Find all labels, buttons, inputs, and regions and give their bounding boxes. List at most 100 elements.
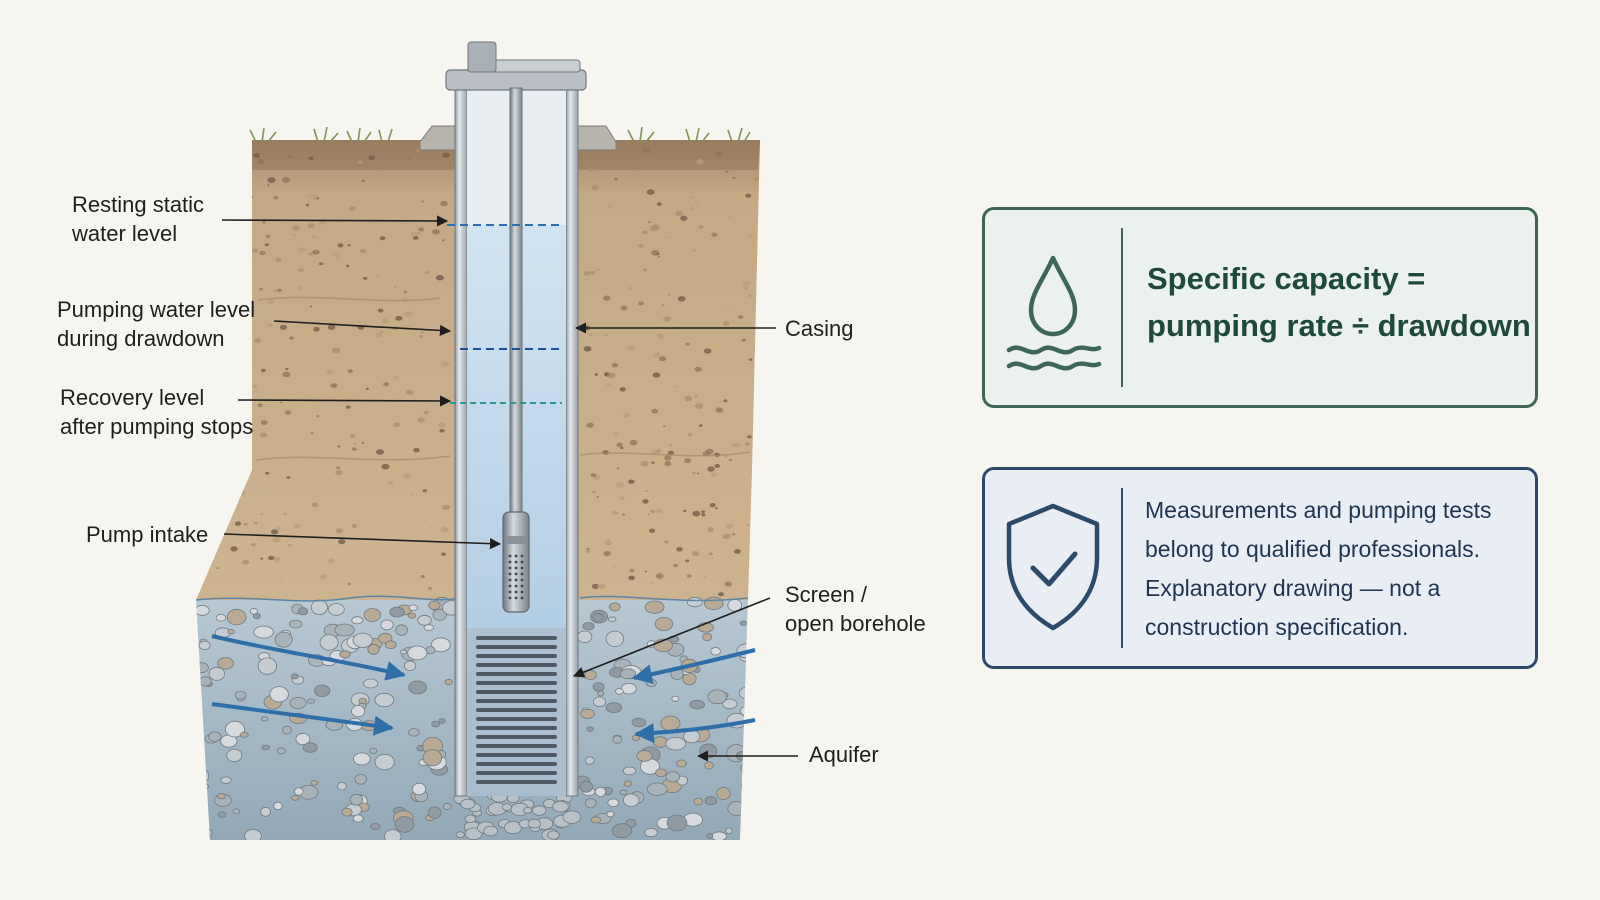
aquifer-pebble [586,726,594,732]
soil-speck [742,285,749,291]
aquifer-pebble [693,797,704,806]
soil-speck [393,422,401,428]
aquifer-pebble [585,798,597,809]
soil-speck [629,568,635,573]
well-cap-top [489,59,581,73]
soil-speck [651,408,659,414]
aquifer-pebble [408,680,427,695]
soil-speck [604,334,608,337]
soil-speck [642,499,649,504]
soil-speck [289,336,294,340]
soil-speck [583,271,591,276]
soil-speck [383,382,390,387]
aquifer-pebble [644,600,665,614]
soil-speck [650,510,655,514]
aquifer-pebble [274,631,293,648]
aquifer-pebble [646,678,657,688]
soil-speck [345,264,350,268]
soil-speck [368,155,376,161]
pump-hole [514,572,518,576]
grass [249,126,751,143]
soil-speck [347,582,351,586]
specific-capacity-formula: Specific capacity = pumping rate ÷ drawd… [1147,261,1531,343]
soil-speck [755,466,760,470]
soil-speck [211,530,217,534]
soil-speck [230,546,238,552]
soil-speck [732,533,736,536]
aquifer-pebble [464,827,483,840]
soil-speck [228,273,231,275]
soil-speck [748,590,755,595]
soil-speck [438,422,446,428]
screen-slot [476,780,557,784]
soil-stratum-line [257,296,441,302]
soil-speck [676,547,683,552]
soil-speck [279,324,287,330]
aquifer-pebble [704,796,718,806]
aquifer-pebble [665,771,681,783]
aquifer-pebble [367,643,380,655]
aquifer-pebble [384,829,402,840]
aquifer-pebble [408,604,419,611]
soil-speck [655,508,663,514]
soil-speck [418,227,425,232]
formula-card-divider [1121,228,1123,387]
aquifer-pebble [593,696,607,708]
soil-speck [647,513,650,515]
soil-speck [652,372,661,378]
soil-speck [622,513,625,516]
soil-speck [358,160,363,164]
aquifer-pebble [582,622,595,631]
aquifer-pebble [725,827,733,834]
soil-speck [308,252,314,256]
soil-speck [727,308,729,310]
soil-speck [651,461,655,464]
soil-speck [405,311,413,318]
soil-speck [587,167,595,172]
screen-slot [476,690,557,694]
aquifer-pebble [722,698,738,710]
soil-speck [583,346,592,352]
soil-speck [613,177,618,181]
screen-slot [476,636,557,640]
aquifer-pebble [580,708,595,719]
soil-speck [648,221,651,223]
soil-speck [273,196,279,200]
label-pumping-water-level: Pumping water level during drawdown [57,297,256,351]
aquifer-pebble [623,780,632,787]
aquifer-pebble [226,748,243,763]
aquifer-pebble [430,637,451,653]
aquifer-pebble [307,698,316,704]
soil-speck [244,186,250,191]
soil-speck [222,225,228,230]
aquifer-pebble [407,612,416,619]
soil-speck [333,253,341,258]
pump-hole [514,560,518,564]
soil-speck [403,290,407,294]
soil-speck [616,442,623,448]
soil-speck [273,557,282,563]
aquifer-pebble [295,732,311,746]
soil-speck [410,493,414,496]
soil-speck [743,281,751,286]
pump-hole [508,590,512,594]
soil-speck [398,179,403,183]
soil-speck [261,368,266,373]
soil-speck [421,331,424,334]
screen-slot [476,654,557,658]
aquifer-pebble [217,657,235,670]
flow-arrow [211,634,406,681]
aquifer-pebble [532,805,547,816]
soil-speck [351,447,357,451]
label-recovery-level: Recovery level after pumping stops [60,385,254,439]
aquifer-pebble [377,632,393,644]
soil-speck [279,577,282,580]
soil-speck [748,358,753,361]
soil-speck [199,276,207,281]
aquifer-pebble [408,728,420,737]
soil-speck [665,236,668,239]
soil-speck [252,248,259,253]
soil-speck [667,293,671,296]
aquifer-pebble [592,682,605,692]
soil-speck [305,203,310,207]
